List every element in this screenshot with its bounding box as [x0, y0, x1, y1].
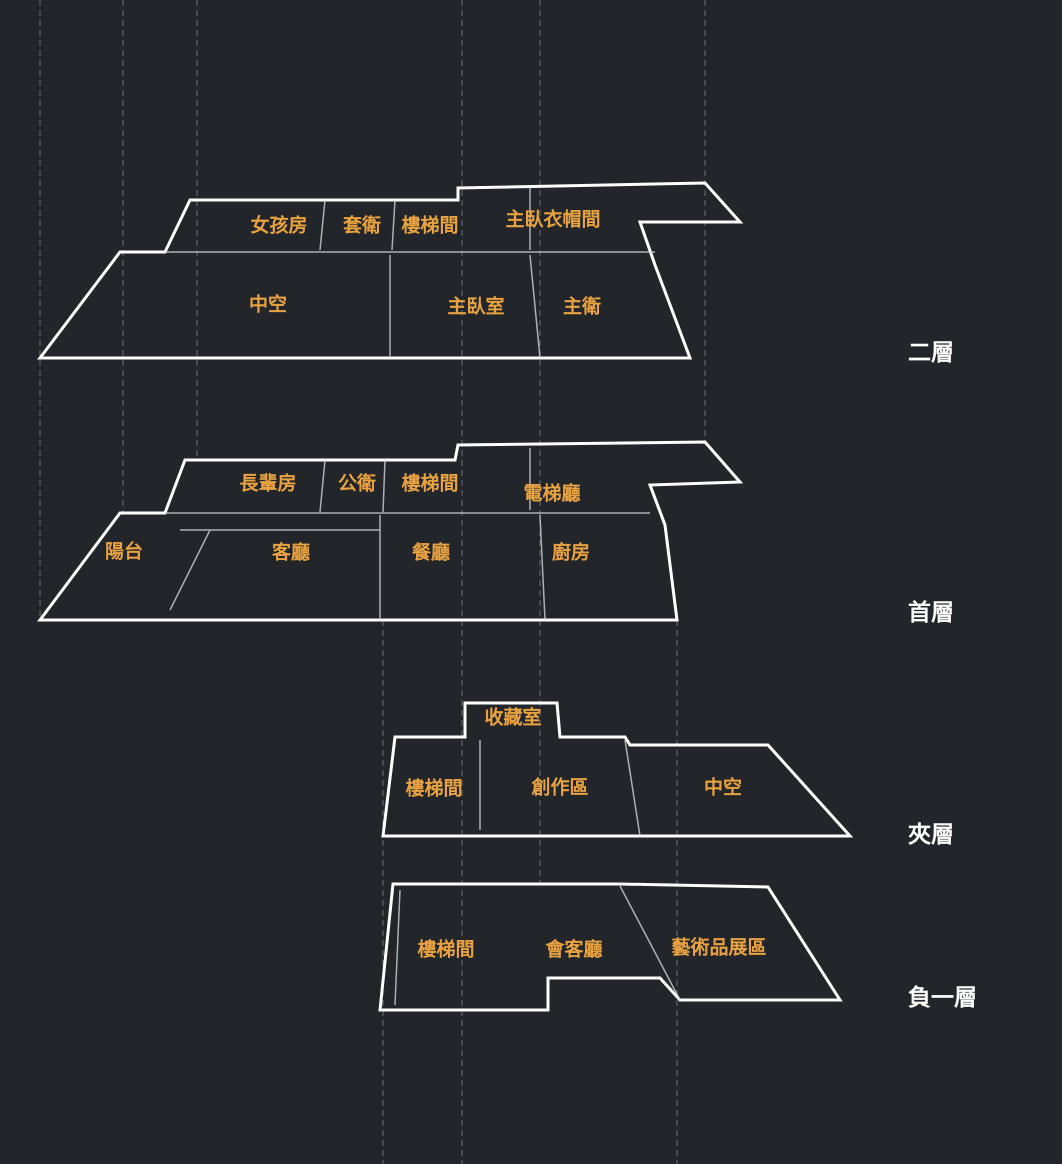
room-label: 創作區 [531, 776, 589, 799]
room-label: 樓梯間 [401, 472, 459, 495]
floor-label: 夾層 [908, 822, 954, 848]
floor-label: 首層 [908, 600, 954, 626]
room-label: 客廳 [271, 541, 311, 564]
room-label: 主臥衣帽間 [505, 208, 601, 231]
room-label: 電梯廳 [523, 482, 581, 505]
plan-second-floor [36, 181, 744, 360]
room-label: 套衛 [342, 214, 382, 237]
room-label: 主臥室 [447, 295, 505, 318]
floor-label: 二層 [908, 340, 954, 366]
room-label: 女孩房 [250, 214, 308, 237]
room-label: 餐廳 [411, 541, 451, 564]
plan-mezzanine [381, 701, 854, 838]
room-label: 樓梯間 [405, 777, 463, 800]
room-label: 樓梯間 [417, 938, 475, 961]
room-label: 長輩房 [239, 472, 297, 495]
plan-basement [378, 882, 843, 1012]
plan-ground-floor [37, 440, 744, 622]
interior-walls [165, 188, 681, 1006]
room-label: 藝術品展區 [671, 936, 767, 959]
floor-outlines [36, 181, 854, 1012]
room-label: 收藏室 [484, 706, 542, 729]
room-label: 中空 [703, 776, 743, 799]
room-label: 主衛 [562, 295, 602, 318]
room-label: 樓梯間 [401, 214, 459, 237]
room-label: 中空 [248, 293, 288, 316]
alignment-guides [39, 0, 706, 1164]
room-label: 廚房 [551, 541, 591, 564]
floor-label: 負一層 [908, 985, 977, 1011]
room-label: 陽台 [104, 540, 144, 563]
room-label: 會客廳 [545, 938, 603, 961]
room-label: 公衛 [337, 472, 377, 495]
